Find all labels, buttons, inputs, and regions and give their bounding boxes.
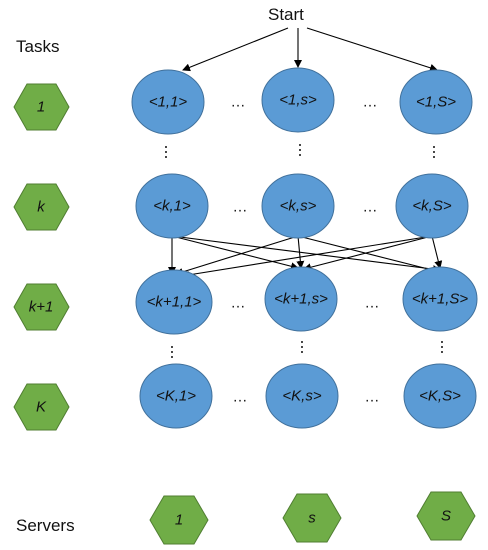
task-label-k1: k+1 (29, 299, 54, 316)
v-dots: ⋮ (427, 144, 442, 161)
h-ellipsis: … (231, 94, 246, 111)
node-k1-1: <k+1,1> (135, 269, 213, 335)
v-dots: ⋮ (165, 344, 180, 361)
v-dots: ⋮ (293, 142, 308, 159)
node-label-k-1: <k,1> (153, 198, 191, 215)
server-hexagon-1: 1 (149, 495, 209, 545)
task-hexagon-k1: k+1 (13, 283, 70, 331)
node-k1-s: <k+1,s> (264, 266, 338, 332)
h-ellipsis: … (233, 389, 248, 406)
arrow-kS-to-k1S (431, 235, 443, 269)
transition-arrows (168, 235, 443, 279)
node-label-k1-S: <k+1,S> (412, 291, 469, 308)
node-label-k-S: <k,S> (412, 198, 451, 215)
node-k1-S: <k+1,S> (402, 266, 478, 332)
node-label-k1-1: <k+1,1> (147, 294, 202, 311)
node-1-s: <1,s> (261, 67, 335, 133)
node-label-1-S: <1,S> (416, 94, 456, 111)
server-hexagon-s: s (282, 493, 342, 543)
arrow-k1-to-k1S (171, 235, 441, 274)
task-hexagon-k: k (13, 183, 70, 231)
server-label-S: S (441, 508, 451, 525)
arrow-start-to-1-1 (182, 27, 289, 72)
h-ellipsis: … (363, 94, 378, 111)
node-label-k1-s: <k+1,s> (274, 291, 328, 308)
v-dots: ⋮ (295, 339, 310, 356)
h-ellipsis: … (231, 295, 246, 312)
v-dots: ⋮ (159, 144, 174, 161)
task-hexagon-1: 1 (13, 83, 70, 131)
task-label-k: k (37, 199, 46, 216)
task-label-1: 1 (37, 99, 45, 116)
tasks-title: Tasks (16, 37, 59, 56)
h-ellipsis: … (363, 199, 378, 216)
arrow-start-to-1-S (306, 27, 438, 72)
node-label-1-s: <1,s> (279, 92, 317, 109)
arrow-kS-to-k1s (303, 235, 433, 272)
node-label-1-1: <1,1> (149, 94, 188, 111)
v-dots: ⋮ (435, 339, 450, 356)
arrow-ks-to-k1S (297, 235, 441, 275)
node-K-S: <K,S> (403, 363, 477, 429)
h-ellipsis: … (233, 199, 248, 216)
arrow-ks-to-k1s (296, 235, 305, 269)
node-K-s: <K,s> (265, 363, 339, 429)
node-label-K-s: <K,s> (282, 388, 321, 405)
node-label-k-s: <k,s> (280, 198, 317, 215)
node-k-1: <k,1> (135, 173, 209, 239)
start-arrows (182, 27, 438, 72)
server-hexagon-S: S (416, 491, 476, 541)
node-1-S: <1,S> (399, 69, 473, 135)
h-ellipsis: … (365, 389, 380, 406)
arrow-ks-to-k11 (175, 235, 299, 276)
node-k-s: <k,s> (261, 173, 335, 239)
servers-title: Servers (16, 516, 75, 535)
task-hexagon-K: K (13, 383, 70, 431)
arrow-k1-to-k1s (171, 235, 299, 271)
task-label-K: K (36, 399, 47, 416)
node-label-K-S: <K,S> (419, 388, 461, 405)
server-label-1: 1 (175, 512, 183, 529)
node-k-S: <k,S> (395, 173, 469, 239)
node-label-K-1: <K,1> (156, 388, 196, 405)
node-1-1: <1,1> (131, 69, 205, 135)
node-K-1: <K,1> (139, 363, 213, 429)
h-ellipsis: … (365, 295, 380, 312)
server-label-s: s (308, 510, 316, 527)
start-label: Start (268, 5, 304, 24)
arrow-kS-to-k11 (181, 235, 433, 279)
